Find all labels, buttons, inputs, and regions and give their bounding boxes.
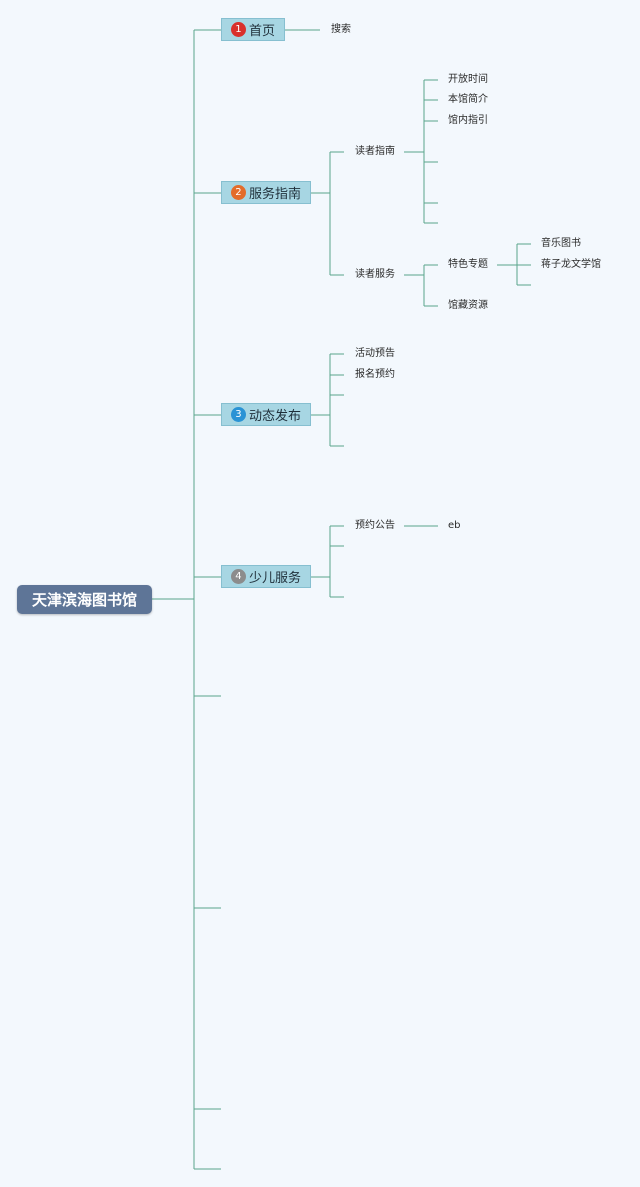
number-badge-icon: 1 [230, 22, 246, 37]
number-badge-icon: 3 [230, 407, 246, 422]
topic-opening-hours[interactable]: 开放时间 [448, 74, 488, 85]
topic-music-books[interactable]: 音乐图书 [541, 238, 581, 249]
branch-node-service-guide[interactable]: 2 服务指南 [221, 181, 311, 204]
topic-event-preview[interactable]: 活动预告 [355, 348, 395, 359]
root-label: 天津滨海图书馆 [31, 591, 137, 609]
topic-jiang-zilong-hall[interactable]: 蒋子龙文学馆 [541, 259, 601, 270]
topic-search[interactable]: 搜索 [331, 24, 351, 35]
topic-holdings[interactable]: 馆藏资源 [448, 300, 488, 311]
topic-registration[interactable]: 报名预约 [355, 369, 395, 380]
branch-label: 首页 [248, 24, 275, 39]
topic-reader-service[interactable]: 读者服务 [355, 269, 395, 280]
branch-node-homepage[interactable]: 1 首页 [221, 18, 285, 41]
topic-floor-guide[interactable]: 馆内指引 [448, 115, 488, 126]
branch-label: 动态发布 [248, 409, 301, 424]
topic-booking-notice[interactable]: 预约公告 [355, 520, 395, 531]
branch-label: 服务指南 [248, 187, 301, 202]
root-node[interactable]: 天津滨海图书馆 [17, 585, 152, 614]
number-badge-icon: 2 [230, 185, 246, 200]
branch-label: 少儿服务 [248, 571, 301, 586]
branch-node-news[interactable]: 3 动态发布 [221, 403, 311, 426]
topic-library-intro[interactable]: 本馆简介 [448, 94, 488, 105]
topic-eb[interactable]: eb [448, 520, 461, 531]
branch-node-children-service[interactable]: 4 少儿服务 [221, 565, 311, 588]
topic-special-collections[interactable]: 特色专题 [448, 259, 488, 270]
number-badge-icon: 4 [230, 569, 246, 584]
topic-reader-guide[interactable]: 读者指南 [355, 146, 395, 157]
